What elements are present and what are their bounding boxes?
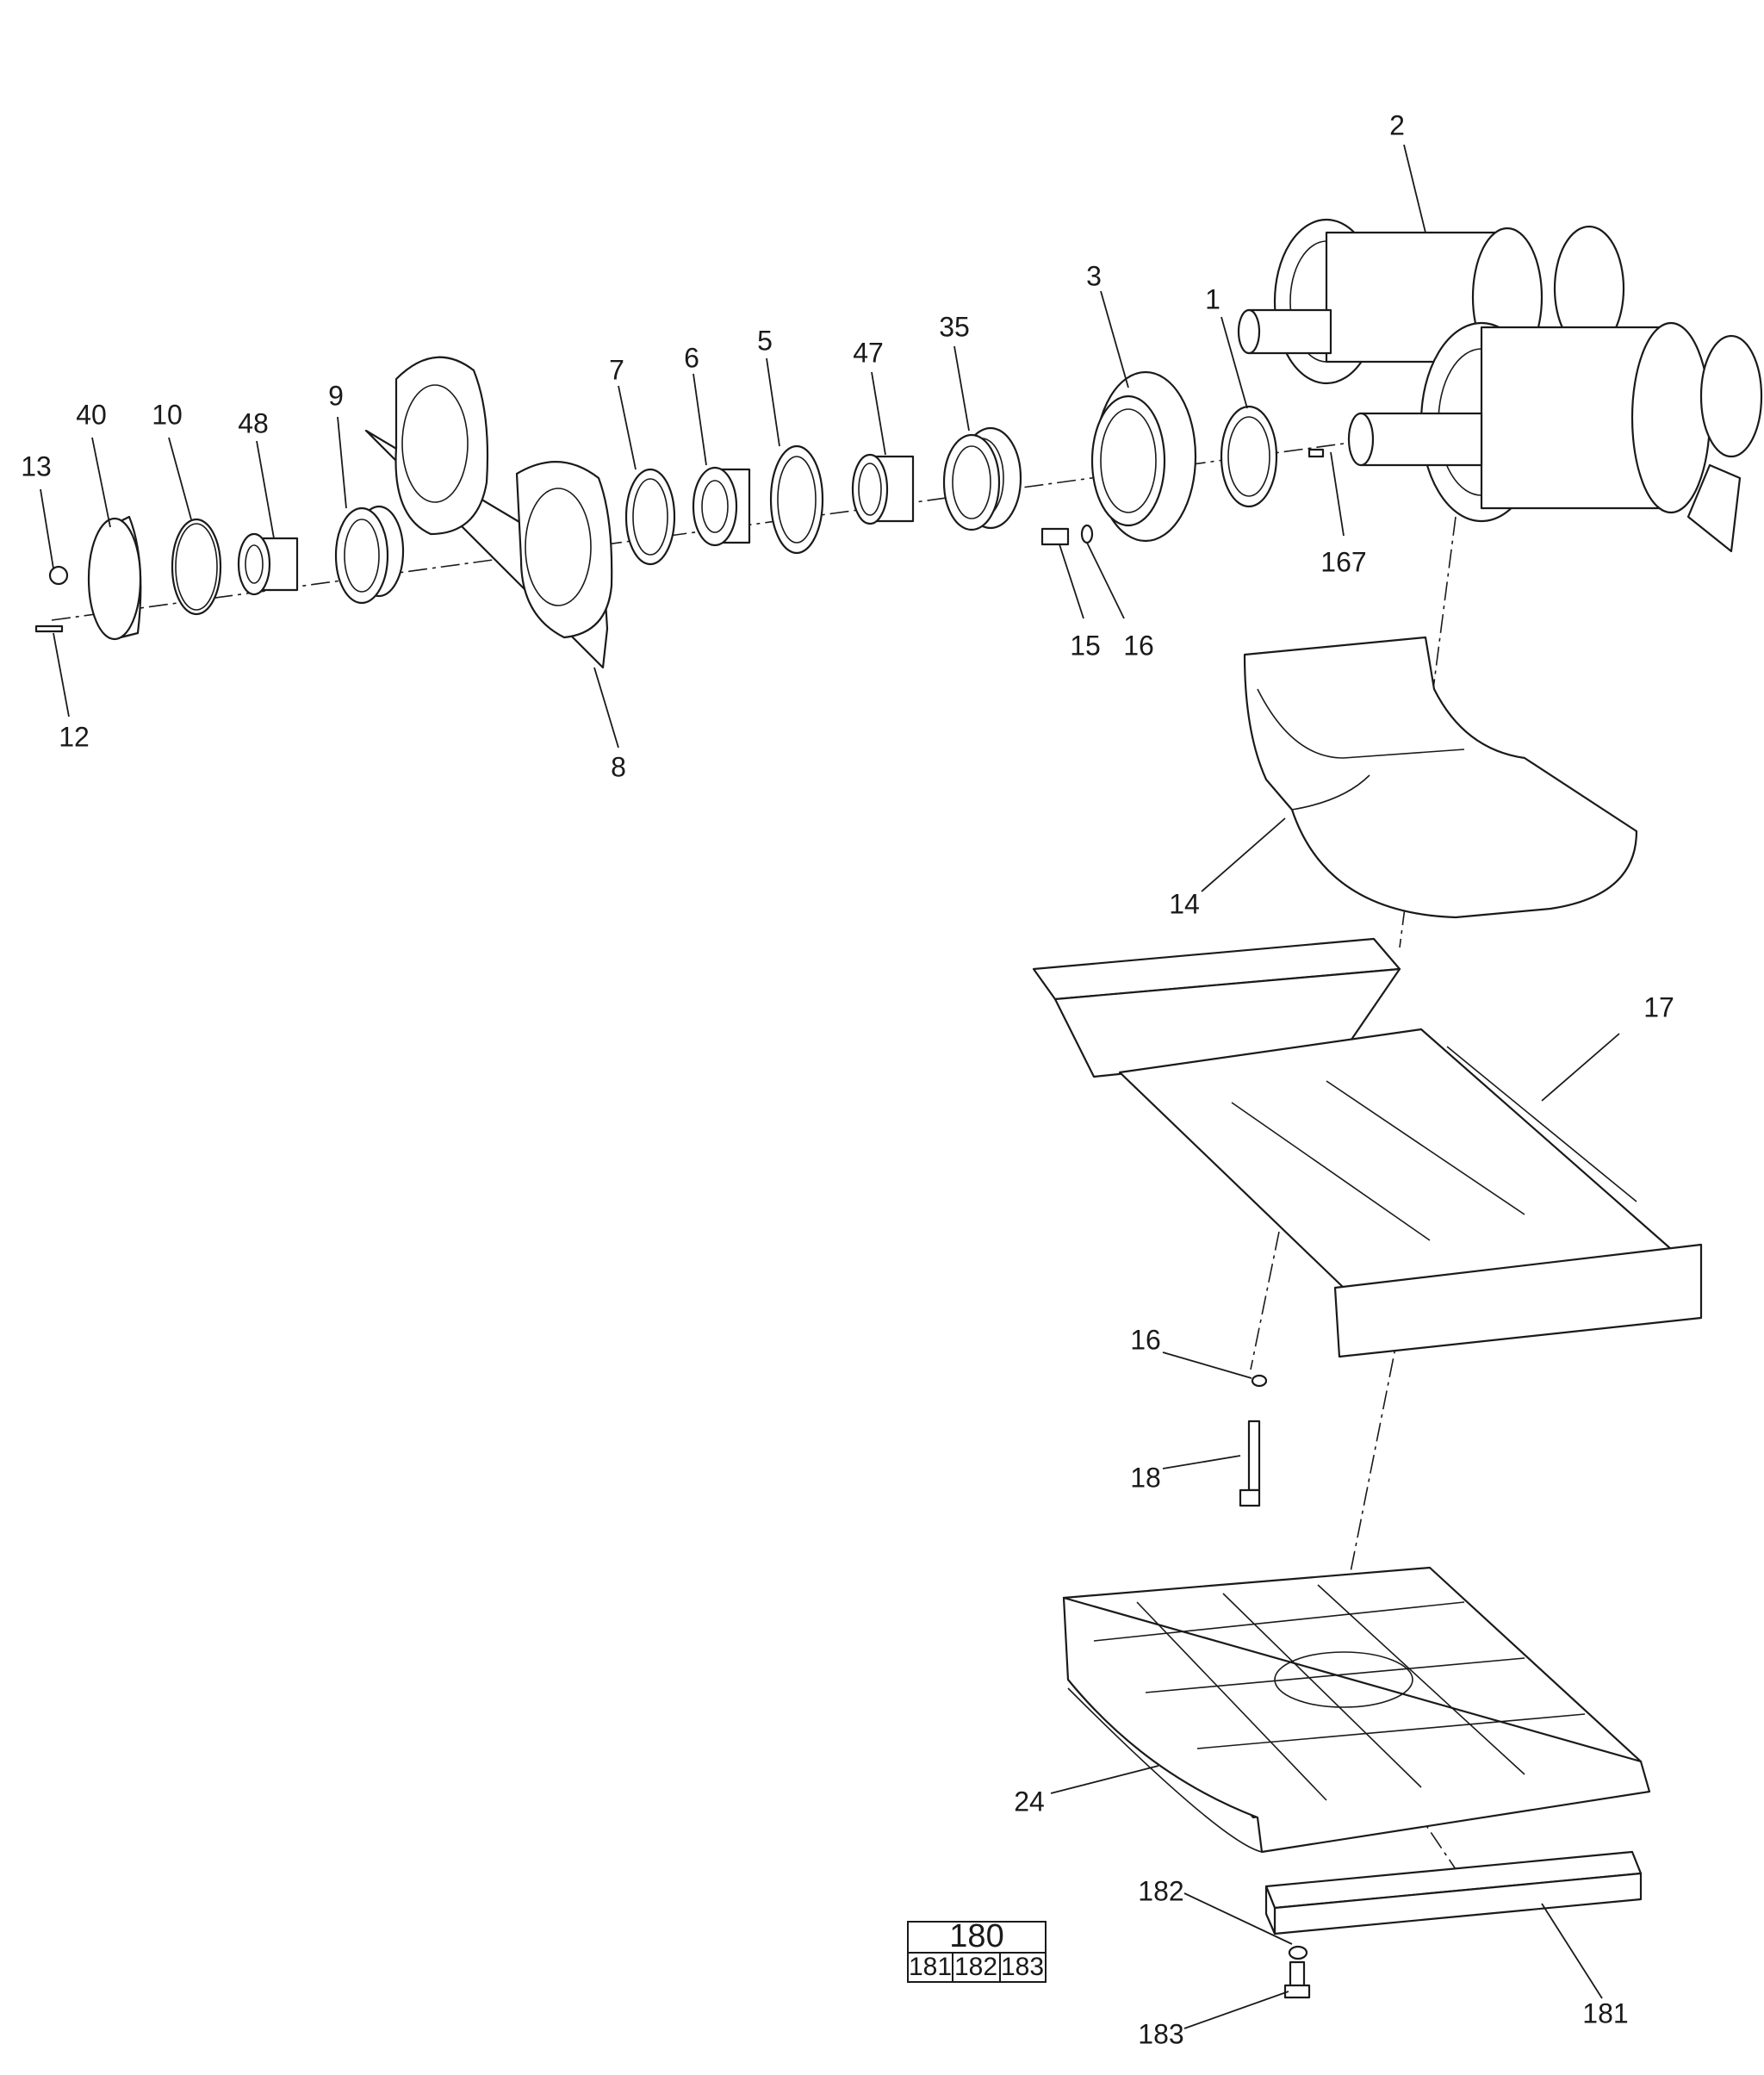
callout-labels: 2 3 1 167 16 15 35 47 5 6 7 8 9 48 10 40…	[21, 109, 1674, 2049]
part-9-bearing	[334, 505, 405, 605]
callout-12: 12	[59, 721, 90, 752]
callout-15: 15	[1070, 630, 1101, 661]
part-16-washer-lower	[1251, 1374, 1268, 1388]
callout-9: 9	[328, 380, 344, 411]
part-24-grate-plate	[1062, 1566, 1651, 1854]
callout-47: 47	[853, 337, 884, 368]
callout-48: 48	[238, 407, 269, 438]
kit-reference-table: 180 181 182 183	[907, 1918, 1047, 1983]
part-40-end-cover	[87, 515, 142, 641]
kit-table-cell-1: 181	[909, 1953, 952, 1981]
kit-table-cell-2: 182	[954, 1953, 997, 1981]
callout-167: 167	[1320, 546, 1366, 577]
part-12-screw	[34, 624, 64, 633]
callout-17: 17	[1643, 991, 1674, 1022]
part-10-o-ring	[171, 518, 222, 616]
part-17-frame	[1032, 937, 1703, 1358]
leader-lines	[40, 144, 1620, 2029]
callout-183: 183	[1138, 2018, 1183, 2049]
kit-table-header: 180	[949, 1918, 1003, 1954]
callout-1: 1	[1205, 283, 1221, 314]
callout-13: 13	[21, 450, 52, 481]
part-6-collar	[692, 466, 751, 547]
part-167-pin	[1307, 448, 1325, 458]
part-183-bolt	[1283, 1960, 1311, 1999]
part-182-washer	[1288, 1945, 1308, 1960]
part-16-washer-upper	[1080, 524, 1094, 544]
callout-3: 3	[1086, 260, 1102, 291]
part-7-ring	[624, 468, 676, 566]
part-15-bolt	[1040, 527, 1070, 546]
part-13-plug	[48, 565, 69, 586]
callout-16-upper: 16	[1123, 630, 1154, 661]
callout-18: 18	[1130, 1462, 1161, 1493]
callout-14: 14	[1169, 888, 1200, 919]
part-48-lock-nut	[237, 532, 299, 596]
callout-35: 35	[939, 311, 970, 342]
part-3-flange-housing	[1090, 370, 1197, 543]
part-47-sleeve	[851, 453, 915, 525]
callout-8: 8	[611, 751, 626, 782]
callout-181: 181	[1582, 1997, 1628, 2028]
part-14-trough-liner	[1243, 636, 1638, 919]
part-1-ring	[1220, 405, 1278, 508]
callout-16-lower: 16	[1130, 1324, 1161, 1355]
part-18-long-bolt	[1239, 1420, 1261, 1507]
part-2-lower-roller	[1347, 321, 1763, 553]
kit-table-cell-3: 183	[1001, 1953, 1044, 1981]
part-35-bearing	[942, 426, 1022, 531]
part-181-bar	[1264, 1850, 1643, 1935]
callout-182: 182	[1138, 1875, 1183, 1906]
callout-40: 40	[76, 399, 107, 430]
callout-2: 2	[1389, 109, 1405, 140]
part-8-bearing-housings	[364, 356, 613, 669]
callout-5: 5	[757, 325, 773, 356]
callout-7: 7	[609, 354, 624, 385]
callout-10: 10	[152, 399, 183, 430]
part-5-ring	[769, 444, 824, 555]
callout-6: 6	[684, 342, 699, 373]
callout-24: 24	[1014, 1786, 1045, 1817]
